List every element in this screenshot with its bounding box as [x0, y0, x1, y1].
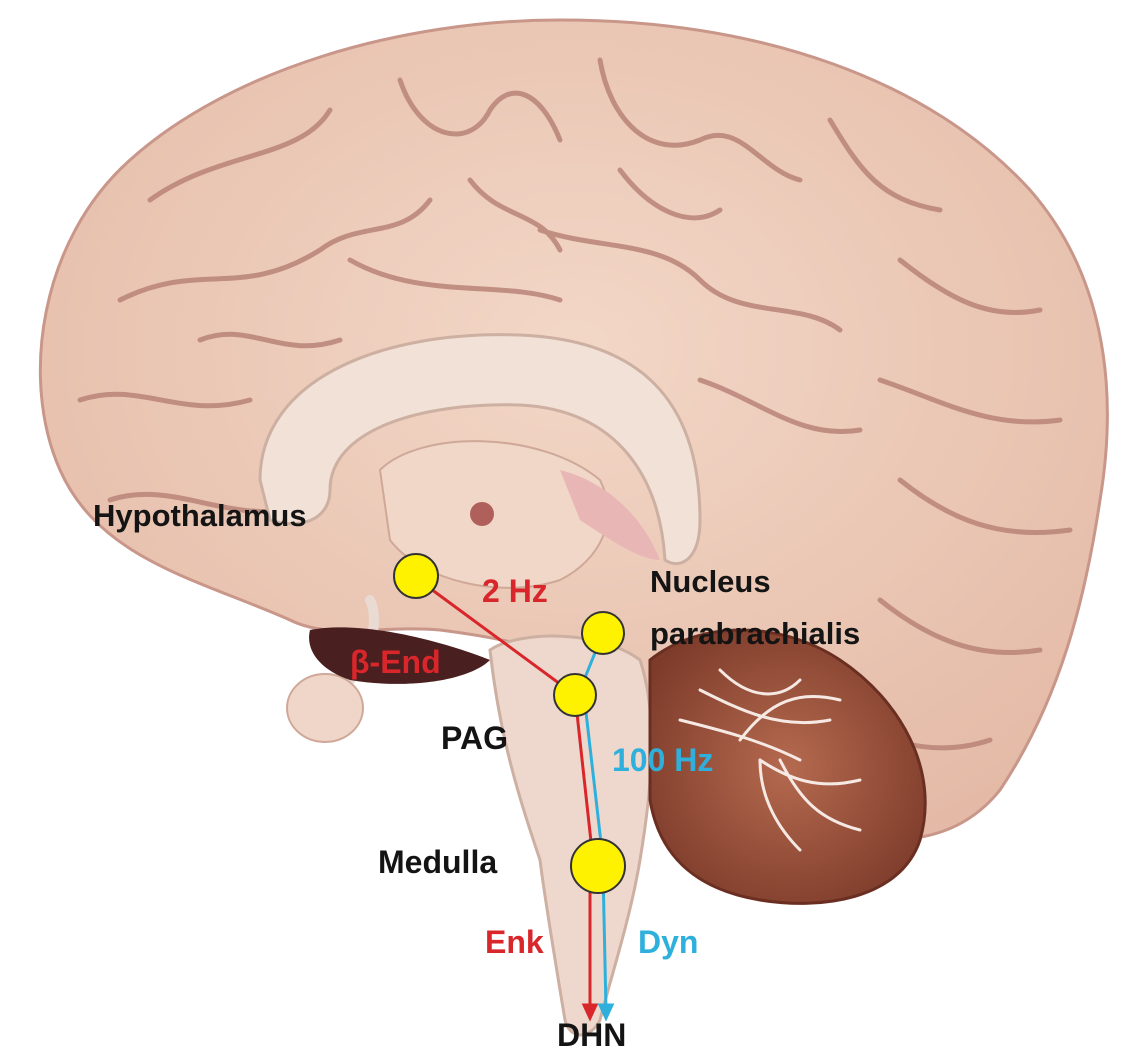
enkephalin-label: Enk — [485, 926, 544, 958]
pituitary-gland — [287, 674, 363, 742]
pag-marker — [554, 674, 596, 716]
hypothalamus-label: Hypothalamus — [93, 500, 307, 531]
beta-endorphin-label: β-End — [350, 646, 441, 678]
nucleus-parabrachialis-marker — [582, 612, 624, 654]
nucleus-label-line1: Nucleus — [650, 566, 771, 597]
medulla-marker — [571, 839, 625, 893]
pag-label: PAG — [441, 722, 508, 754]
hypothalamus-marker — [394, 554, 438, 598]
nucleus-label-line2: parabrachialis — [650, 618, 860, 649]
medulla-label: Medulla — [378, 846, 497, 878]
low-frequency-label: 2 Hz — [482, 575, 548, 607]
high-frequency-label: 100 Hz — [612, 744, 713, 776]
dynorphin-label: Dyn — [638, 926, 698, 958]
dhn-label: DHN — [557, 1019, 626, 1051]
